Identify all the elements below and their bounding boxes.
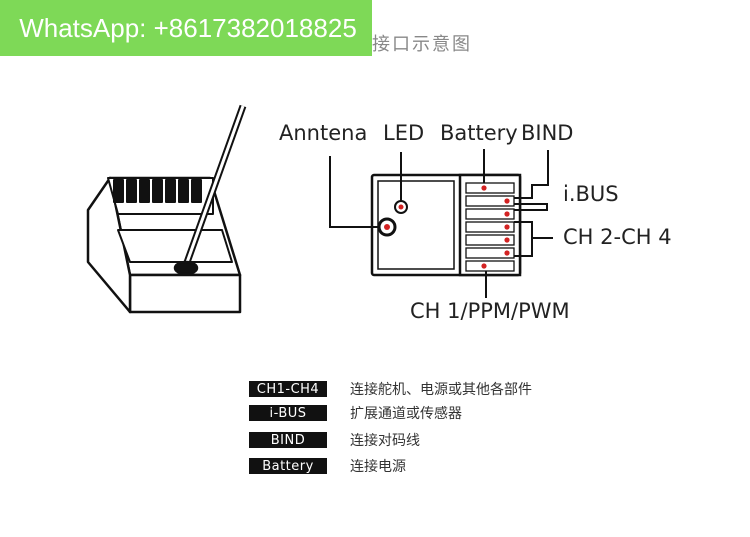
whatsapp-watermark: WhatsApp: +8617382018825 <box>0 0 372 56</box>
whatsapp-text: WhatsApp: +8617382018825 <box>19 12 357 43</box>
legend-tag: i-BUS <box>249 405 327 421</box>
label-battery: Battery <box>440 121 518 145</box>
legend-row: Battery 连接电源 <box>249 457 406 475</box>
diagram-title: 接口示意图 <box>372 34 472 55</box>
receiver-3d-illustration <box>86 104 247 314</box>
label-ibus: i.BUS <box>563 182 619 206</box>
legend-desc: 连接电源 <box>350 459 406 475</box>
label-ch2-ch4: CH 2-CH 4 <box>563 225 672 249</box>
legend-desc: 扩展通道或传感器 <box>350 406 462 422</box>
antenna-dot <box>384 224 390 230</box>
label-bind: BIND <box>521 121 573 145</box>
legend-desc: 连接对码线 <box>350 433 420 449</box>
pin-rows <box>465 182 515 272</box>
label-led: LED <box>383 121 424 145</box>
ch24-bracket <box>514 221 553 257</box>
legend-tag: CH1-CH4 <box>249 381 327 397</box>
legend-tag: BIND <box>249 432 327 448</box>
legend-tag: Battery <box>249 458 327 474</box>
red-pins <box>481 185 510 269</box>
receiver-schematic <box>329 149 553 298</box>
label-ch1-ppm-pwm: CH 1/PPM/PWM <box>410 299 570 323</box>
ibus-bracket <box>514 203 548 211</box>
led-dot <box>398 204 404 210</box>
legend-row: BIND 连接对码线 <box>249 431 420 449</box>
bind-leader <box>514 150 549 199</box>
label-antenna: Anntena <box>279 121 367 145</box>
legend-desc: 连接舵机、电源或其他各部件 <box>350 382 532 398</box>
legend-row: i-BUS 扩展通道或传感器 <box>249 404 462 422</box>
legend-row: CH1-CH4 连接舵机、电源或其他各部件 <box>249 380 532 398</box>
antenna-leader <box>329 156 379 228</box>
